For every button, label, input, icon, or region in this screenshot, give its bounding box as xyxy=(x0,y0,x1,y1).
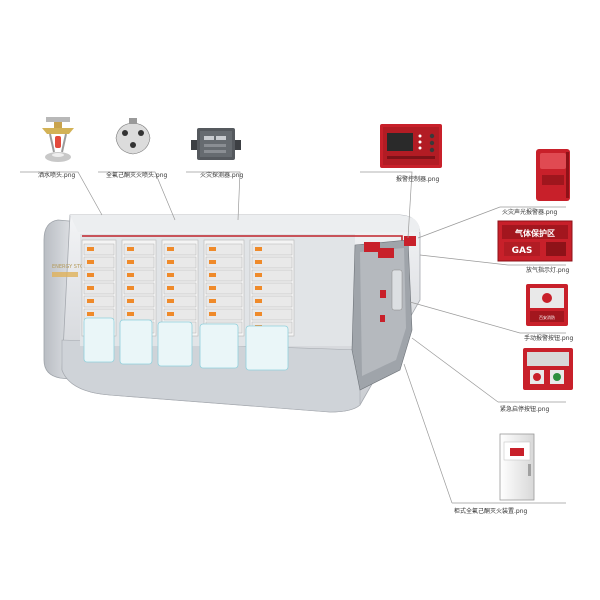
battery-racks xyxy=(81,239,295,337)
battery-module xyxy=(163,243,197,256)
module-label xyxy=(255,247,262,251)
gas-release-indicator-icon xyxy=(497,220,573,262)
battery-module xyxy=(83,282,115,295)
battery-module xyxy=(123,269,155,282)
battery-module xyxy=(83,295,115,308)
module-label xyxy=(167,286,174,290)
sound-light-alarm-icon xyxy=(536,149,570,201)
control-cabinet-end xyxy=(351,236,416,391)
battery-module xyxy=(205,243,243,256)
module-label xyxy=(87,286,94,290)
battery-module xyxy=(123,256,155,269)
battery-module xyxy=(123,243,155,256)
module-label xyxy=(255,299,262,303)
label-sprinkler: 洒水喷头.png xyxy=(38,171,76,179)
label-alarm: 火灾声光报警器.png xyxy=(502,208,558,216)
label-cabinet: 柜式全氟己酮灭火装置.png xyxy=(454,507,528,515)
module-label xyxy=(255,260,262,264)
module-label xyxy=(127,299,134,303)
battery-module xyxy=(251,243,293,256)
sprinkler-head-icon xyxy=(42,117,74,162)
sign-protected-area: 气体保护区 xyxy=(514,228,555,238)
module-label xyxy=(127,286,134,290)
module-label xyxy=(127,312,134,316)
module-label xyxy=(209,273,216,277)
fire-detector-icon xyxy=(191,128,241,160)
module-label xyxy=(87,312,94,316)
label-emergency-button: 紧急启停按钮.png xyxy=(500,405,550,413)
battery-module xyxy=(251,256,293,269)
module-label xyxy=(209,299,216,303)
battery-module xyxy=(205,308,243,321)
nozzle-icon xyxy=(115,118,151,155)
cooling-unit xyxy=(157,321,193,367)
label-controller: 报警控制器.png xyxy=(396,175,440,183)
battery-module xyxy=(83,269,115,282)
cooling-unit xyxy=(119,319,153,365)
module-label xyxy=(87,273,94,277)
battery-module xyxy=(251,282,293,295)
leader-lines xyxy=(20,171,566,504)
module-label xyxy=(167,247,174,251)
battery-module xyxy=(163,295,197,308)
battery-module xyxy=(83,256,115,269)
module-label xyxy=(167,273,174,277)
module-label xyxy=(87,299,94,303)
label-detector: 火灾探测器.png xyxy=(200,171,244,179)
module-label xyxy=(167,260,174,264)
manual-alarm-button-icon xyxy=(526,284,568,326)
battery-module xyxy=(205,256,243,269)
module-label xyxy=(255,312,262,316)
module-label xyxy=(87,247,94,251)
battery-module xyxy=(163,282,197,295)
battery-module xyxy=(163,256,197,269)
module-label xyxy=(209,247,216,251)
module-label xyxy=(87,260,94,264)
cooling-unit xyxy=(245,325,289,371)
module-label xyxy=(167,299,174,303)
cooling-units xyxy=(83,317,289,371)
emergency-start-stop-button-icon xyxy=(523,348,573,390)
module-label xyxy=(209,286,216,290)
label-indicator: 放气指示灯.png xyxy=(526,266,570,274)
battery-module xyxy=(205,269,243,282)
module-label xyxy=(127,273,134,277)
module-label xyxy=(167,312,174,316)
module-label xyxy=(127,260,134,264)
battery-module xyxy=(205,282,243,295)
label-manual-alarm: 手动报警按钮.png xyxy=(524,334,574,342)
manual-sign-text: 百安消防 xyxy=(539,314,555,320)
battery-module xyxy=(163,269,197,282)
battery-module xyxy=(163,308,197,321)
module-label xyxy=(127,247,134,251)
cooling-unit xyxy=(199,323,239,369)
cooling-unit xyxy=(83,317,115,363)
module-label xyxy=(209,312,216,316)
battery-module xyxy=(83,243,115,256)
sign-gas: GAS xyxy=(512,246,533,256)
battery-module xyxy=(205,295,243,308)
module-label xyxy=(209,260,216,264)
battery-module xyxy=(123,295,155,308)
battery-module xyxy=(251,295,293,308)
label-nozzle: 全氟己酮灭火喷头.png xyxy=(106,171,168,179)
battery-module xyxy=(123,282,155,295)
module-label xyxy=(255,273,262,277)
battery-module xyxy=(251,308,293,321)
cabinet-extinguisher-icon xyxy=(499,433,535,501)
battery-module xyxy=(251,269,293,282)
module-label xyxy=(255,286,262,290)
alarm-controller-icon xyxy=(380,124,442,168)
brand-mark: ENERGY STORAGE xyxy=(52,264,98,270)
